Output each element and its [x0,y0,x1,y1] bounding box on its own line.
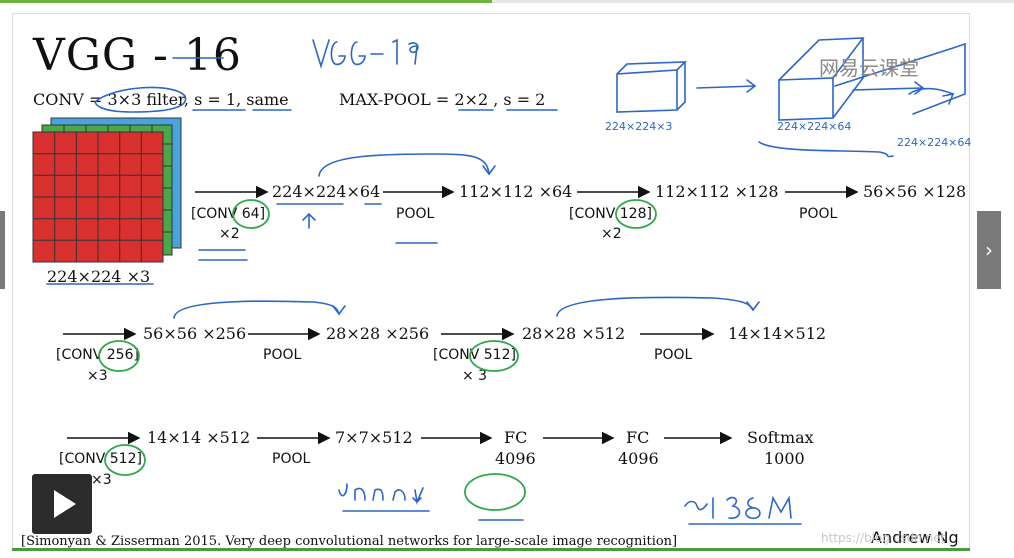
pool-spec: MAX-POOL = 2×2 , s = 2 [339,90,546,109]
row1-out1: 224×224×64 [272,182,381,201]
author-name: Andrew Ng [871,528,959,547]
row3-pool: POOL [272,451,311,467]
row1-conv2-mult: ×2 [601,226,622,242]
row1-pool2: POOL [799,206,838,222]
row1-out4: 56×56 ×128 [863,182,967,201]
row2-pool1: POOL [263,347,302,363]
play-button[interactable] [32,474,92,534]
row1-out2: 112×112 ×64 [459,182,573,201]
row3-conv-mult: ×3 [91,472,112,488]
hw-dims-c: 224×224×64 [897,136,971,149]
row3-fc1: FC [504,428,528,447]
blue-pen-strokes: 224×224×3 224×224×64 224×224×64 [46,37,971,525]
row2-conv2-label: [CONV 512] [433,347,516,363]
watermark: 网易云课堂 [819,56,919,80]
slide-bottom-bar [12,548,970,551]
row2-conv1-label: [CONV 256] [56,347,139,363]
prev-slide-handle[interactable] [0,211,5,289]
input-volume-icon [32,117,182,263]
row3-fc2-units: 4096 [618,449,659,468]
row2-out4: 14×14×512 [728,324,827,343]
flow-arrows [63,185,859,445]
row2-conv1-mult: ×3 [87,368,108,384]
progress-track [0,0,1014,3]
row3-out2: 7×7×512 [335,428,413,447]
row3-softmax-units: 1000 [764,449,805,468]
watermark-bottom: https://blog.csdn.net [821,531,946,545]
hw-dims-a: 224×224×3 [605,120,672,133]
green-pen-circles [98,199,657,511]
row3-conv-label: [CONV 512] [59,451,142,467]
citation: [Simonyan & Zisserman 2015. Very deep co… [21,534,678,549]
row3-out1: 14×14 ×512 [147,428,251,447]
row1-conv1-mult: ×2 [219,226,240,242]
row2-out2: 28×28 ×256 [326,324,430,343]
progress-fill [0,0,492,3]
row3-fc1-units: 4096 [495,449,536,468]
row2-out3: 28×28 ×512 [522,324,626,343]
lecture-slide: VGG - 16 CONV = 3×3 filter, s = 1, same … [12,13,971,551]
input-dim: 224×224 ×3 [47,267,151,286]
row1-conv1-label: [CONV 64] [191,206,266,222]
row2-out1: 56×56 ×256 [143,324,247,343]
hw-dims-b: 224×224×64 [777,120,851,133]
row2-pool2: POOL [654,347,693,363]
row1-pool1: POOL [396,206,435,222]
row1-out3: 112×112 ×128 [655,182,779,201]
row1-conv2-label: [CONV 128] [569,206,652,222]
next-slide-button[interactable]: › [977,211,1001,289]
row3-fc2: FC [626,428,650,447]
row3-softmax: Softmax [747,428,814,447]
annotation-layer: 224×224×3 224×224×64 224×224×64 [46,37,971,525]
row2-conv2-mult: × 3 [462,368,488,384]
chevron-right-icon: › [985,238,993,262]
slide-title: VGG - 16 [33,30,242,81]
